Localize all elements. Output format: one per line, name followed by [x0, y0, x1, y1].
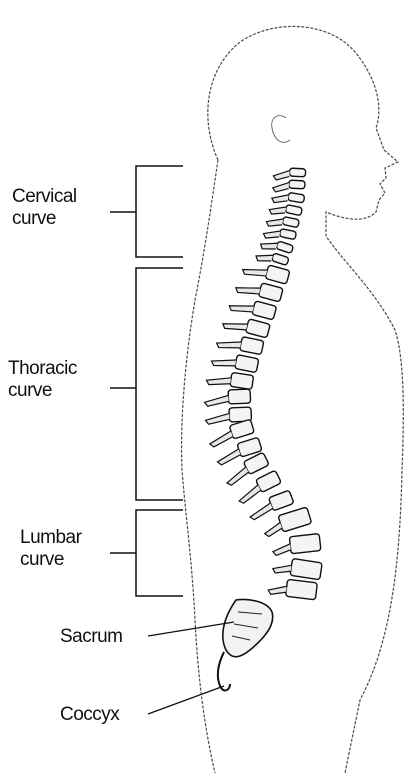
spinous-process — [222, 318, 248, 334]
ear-outline — [272, 116, 290, 143]
thoracic-label-line2: curve — [8, 380, 77, 402]
spinous-process — [204, 395, 228, 406]
vertebra — [206, 369, 254, 391]
vertebra — [271, 534, 321, 556]
lumbar-label-line2: curve — [20, 549, 81, 571]
coccyx-leader — [148, 686, 224, 714]
spinous-process — [205, 413, 229, 424]
sacrum-leader — [148, 622, 234, 636]
vertebra-body — [240, 337, 264, 355]
thoracic-bracket — [110, 268, 183, 500]
vertebra-body — [268, 490, 294, 511]
spinous-process — [273, 170, 289, 181]
vertebra-body — [289, 534, 321, 554]
back-outline — [182, 160, 218, 773]
vertebra — [204, 389, 251, 406]
vertebra-body — [230, 372, 254, 389]
spinous-process — [263, 523, 283, 538]
spinous-process — [271, 192, 288, 205]
thoracic-label-line1: Thoracic — [8, 358, 77, 380]
spinous-process — [228, 300, 254, 316]
spinous-process — [208, 431, 234, 448]
cervical-label: Cervical curve — [12, 186, 77, 230]
spinous-process — [272, 563, 291, 576]
spinous-process — [255, 250, 273, 264]
vertebra-body — [286, 579, 318, 600]
vertebra-body — [235, 355, 259, 373]
vertebra-body — [279, 229, 296, 240]
spinous-process — [273, 182, 289, 193]
vertebra — [273, 167, 306, 181]
spinous-process — [248, 503, 274, 521]
lumbar-label: Lumbar curve — [20, 527, 81, 571]
spinous-process — [268, 584, 287, 596]
vertebral-column — [204, 167, 322, 600]
spinous-process — [272, 544, 291, 556]
vertebra-body — [288, 192, 305, 203]
vertebra-body — [265, 265, 290, 284]
vertebra-body — [252, 301, 277, 320]
vertebra-body — [289, 180, 305, 189]
vertebra — [272, 556, 322, 580]
vertebra-body — [290, 558, 322, 579]
vertebra-body — [278, 507, 312, 532]
lumbar-label-line1: Lumbar — [20, 527, 81, 549]
spinous-process — [263, 228, 281, 241]
spinous-process — [269, 204, 287, 217]
vertebra-body — [245, 319, 270, 338]
spinous-process — [216, 337, 242, 352]
vertebra — [273, 179, 306, 193]
spinous-process — [206, 374, 231, 387]
spinous-process — [211, 355, 237, 370]
spinous-process — [259, 238, 277, 252]
coccyx-shape — [218, 652, 230, 690]
cervical-label-line1: Cervical — [12, 186, 77, 208]
vertebra-body — [285, 205, 302, 216]
spinous-process — [242, 264, 268, 280]
spinous-process — [216, 449, 242, 466]
sacrum-shape — [223, 600, 273, 657]
spinous-process — [266, 216, 284, 229]
spinous-process — [236, 485, 262, 505]
vertebra-body — [258, 283, 283, 302]
sacrum-label: Sacrum — [60, 626, 122, 648]
spinous-process — [224, 467, 250, 487]
vertebra-body — [276, 241, 294, 254]
cervical-bracket — [110, 166, 183, 257]
vertebra-body — [228, 389, 250, 404]
spinous-process — [235, 282, 261, 298]
cervical-label-line2: curve — [12, 208, 77, 230]
vertebra — [268, 577, 318, 600]
thoracic-label: Thoracic curve — [8, 358, 77, 402]
vertebra-body — [271, 253, 289, 266]
vertebra-body — [282, 217, 299, 228]
lumbar-bracket — [110, 510, 183, 596]
coccyx-label: Coccyx — [60, 704, 119, 726]
vertebra-body — [289, 168, 305, 177]
